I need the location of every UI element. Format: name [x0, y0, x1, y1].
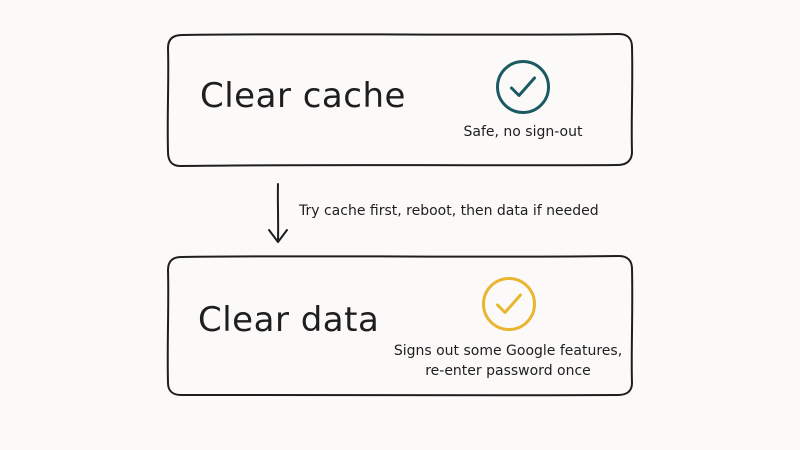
step-note-data-line-1: Signs out some Google features, — [393, 343, 623, 359]
status-check-cache — [510, 76, 536, 97]
step-note-cache: Safe, no sign-out — [420, 122, 626, 142]
step-note-cache-line-1: Safe, no sign-out — [463, 124, 583, 140]
status-ring-data — [482, 277, 536, 331]
status-ring-cache — [496, 60, 550, 114]
check-circle-icon — [496, 60, 550, 114]
step-title-cache: Clear cache — [200, 76, 406, 116]
check-circle-icon — [482, 277, 536, 331]
arrow-down-icon — [268, 183, 288, 243]
step-note-data: Signs out some Google features, re-enter… — [384, 341, 632, 381]
step-note-data-line-2: re-enter password once — [425, 363, 591, 379]
step-title-data: Clear data — [198, 300, 380, 340]
flow-label: Try cache first, reboot, then data if ne… — [299, 203, 599, 219]
step-card-border-cache — [166, 33, 634, 167]
status-check-data — [496, 293, 522, 314]
step-card-border-data — [166, 255, 634, 397]
